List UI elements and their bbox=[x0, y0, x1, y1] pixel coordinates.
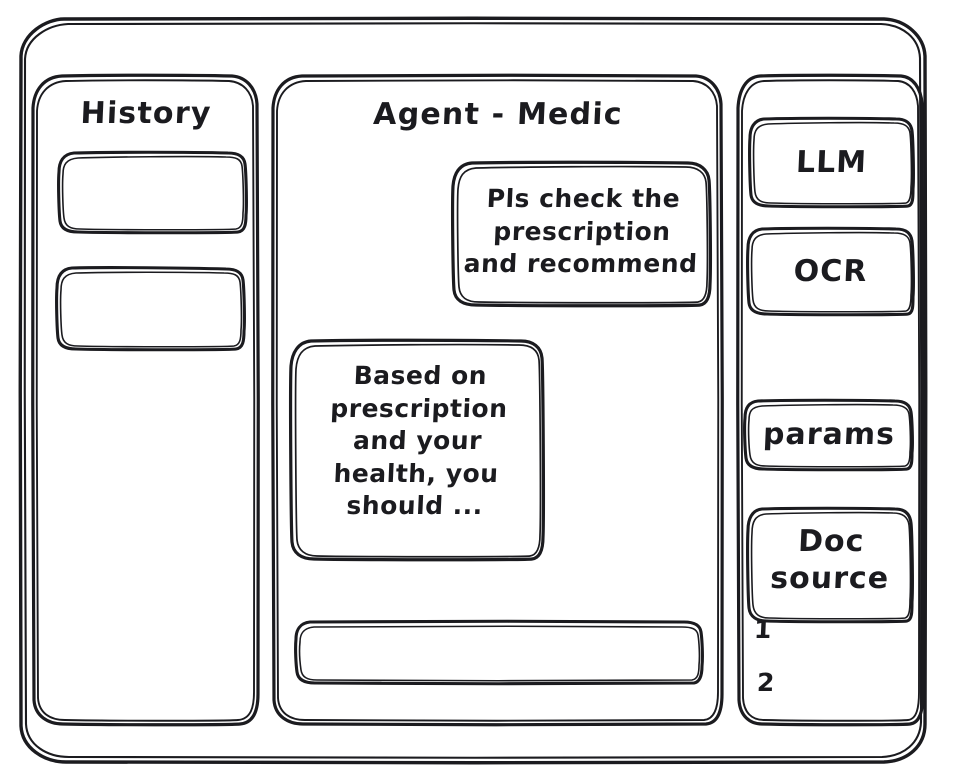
history-item-1[interactable] bbox=[58, 152, 247, 233]
message-composer-input[interactable] bbox=[296, 621, 703, 684]
tool-chip-doc-source-label: Doc source bbox=[769, 524, 890, 596]
doc-source-item-2[interactable]: 2 bbox=[756, 668, 776, 697]
doc-source-item-1[interactable]: 1 bbox=[753, 615, 773, 644]
tool-chip-llm[interactable]: LLM bbox=[750, 118, 913, 207]
tool-chip-doc-source[interactable]: Doc source bbox=[748, 508, 913, 622]
message-user-text: Pls check the prescription and recommend bbox=[463, 184, 699, 278]
message-bubble-user[interactable]: Pls check the prescription and recommend bbox=[453, 162, 711, 306]
tool-chip-ocr-label: OCR bbox=[792, 254, 869, 289]
tool-chip-llm-label: LLM bbox=[795, 145, 868, 180]
tool-chip-params-label: params bbox=[762, 417, 896, 452]
message-assistant-text: Based on prescription and your health, y… bbox=[329, 361, 509, 520]
message-bubble-assistant[interactable]: Based on prescription and your health, y… bbox=[291, 340, 544, 560]
agent-panel-title: Agent - Medic bbox=[372, 97, 624, 132]
history-item-2[interactable] bbox=[57, 267, 245, 350]
tool-chip-params[interactable]: params bbox=[745, 400, 913, 470]
tool-chip-ocr[interactable]: OCR bbox=[748, 228, 913, 315]
history-panel-title: History bbox=[79, 96, 213, 131]
